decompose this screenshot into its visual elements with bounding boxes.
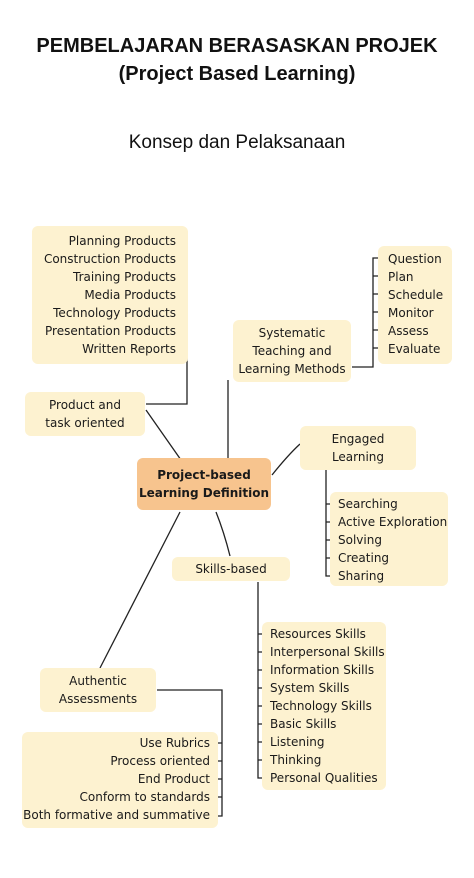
node-label: Skills-based [195,562,267,576]
node-label: Project-based [157,468,251,482]
authentic-assessments-node: Authentic Assessments [40,668,156,712]
list-item: Presentation Products [45,324,176,338]
page-subtitle: Konsep dan Pelaksanaan [128,132,346,153]
product-task-node: Product and task oriented [25,392,145,436]
engaged-learning-node: Engaged Learning [300,426,416,470]
list-item: Question [388,252,442,266]
node-label: Learning Methods [238,362,346,376]
list-item: Monitor [388,306,434,320]
systematic-methods-node: Systematic Teaching and Learning Methods [233,320,351,382]
list-item: Listening [270,735,325,749]
list-item: Personal Qualities [270,771,378,785]
list-item: Written Reports [82,342,176,356]
page-title-english: (Project Based Learning) [118,63,356,85]
list-item: Both formative and summative [23,808,210,822]
list-item: Construction Products [43,252,176,266]
list-item: Technology Skills [270,699,372,713]
list-item: Solving [338,533,382,547]
list-item: Basic Skills [270,717,337,731]
list-item: Information Skills [270,663,375,677]
node-label: Assessments [58,692,138,706]
node-label: Learning Definition [138,486,270,500]
list-item: Process oriented [110,754,210,768]
node-label: task oriented [45,416,125,430]
list-item: Schedule [388,288,444,302]
center-definition-node: Project-based Learning Definition [137,458,271,510]
list-item: Resources Skills [270,627,366,641]
list-item: Plan [388,270,414,284]
list-item: Training Products [73,270,176,284]
node-label: Product and [49,398,121,412]
list-item: Technology Products [53,306,176,320]
skills-based-node: Skills-based [172,557,290,581]
list-item: Sharing [338,569,385,583]
list-item: Thinking [270,753,322,767]
node-label: Authentic [69,674,127,688]
skills-list-panel: Resources Skills Interpersonal Skills In… [262,622,386,790]
node-label: Learning [331,450,385,464]
list-item: End Product [137,772,210,786]
product-types-panel: Planning Products Construction Products … [32,226,188,364]
list-item: Assess [388,324,429,338]
assessment-criteria-panel: Use Rubrics Process oriented End Product… [22,732,218,828]
list-item: Use Rubrics [139,736,210,750]
page-title: PEMBELAJARAN BERASASKAN PROJEK [36,35,438,57]
list-item: Planning Products [68,234,176,248]
list-item: Media Products [84,288,176,302]
list-item: System Skills [270,681,350,695]
engaged-activities-panel: Searching Active Exploration Solving Cre… [330,492,448,586]
list-item: Active Exploration [338,515,448,529]
list-item: Conform to standards [79,790,210,804]
node-label: Engaged [331,432,385,446]
list-item: Interpersonal Skills [270,645,385,659]
systematic-steps-panel: Question Plan Schedule Monitor Assess Ev… [378,246,452,364]
list-item: Creating [338,551,390,565]
list-item: Evaluate [388,342,441,356]
node-label: Systematic [258,326,326,340]
node-label: Teaching and [252,344,332,358]
list-item: Searching [338,497,398,511]
